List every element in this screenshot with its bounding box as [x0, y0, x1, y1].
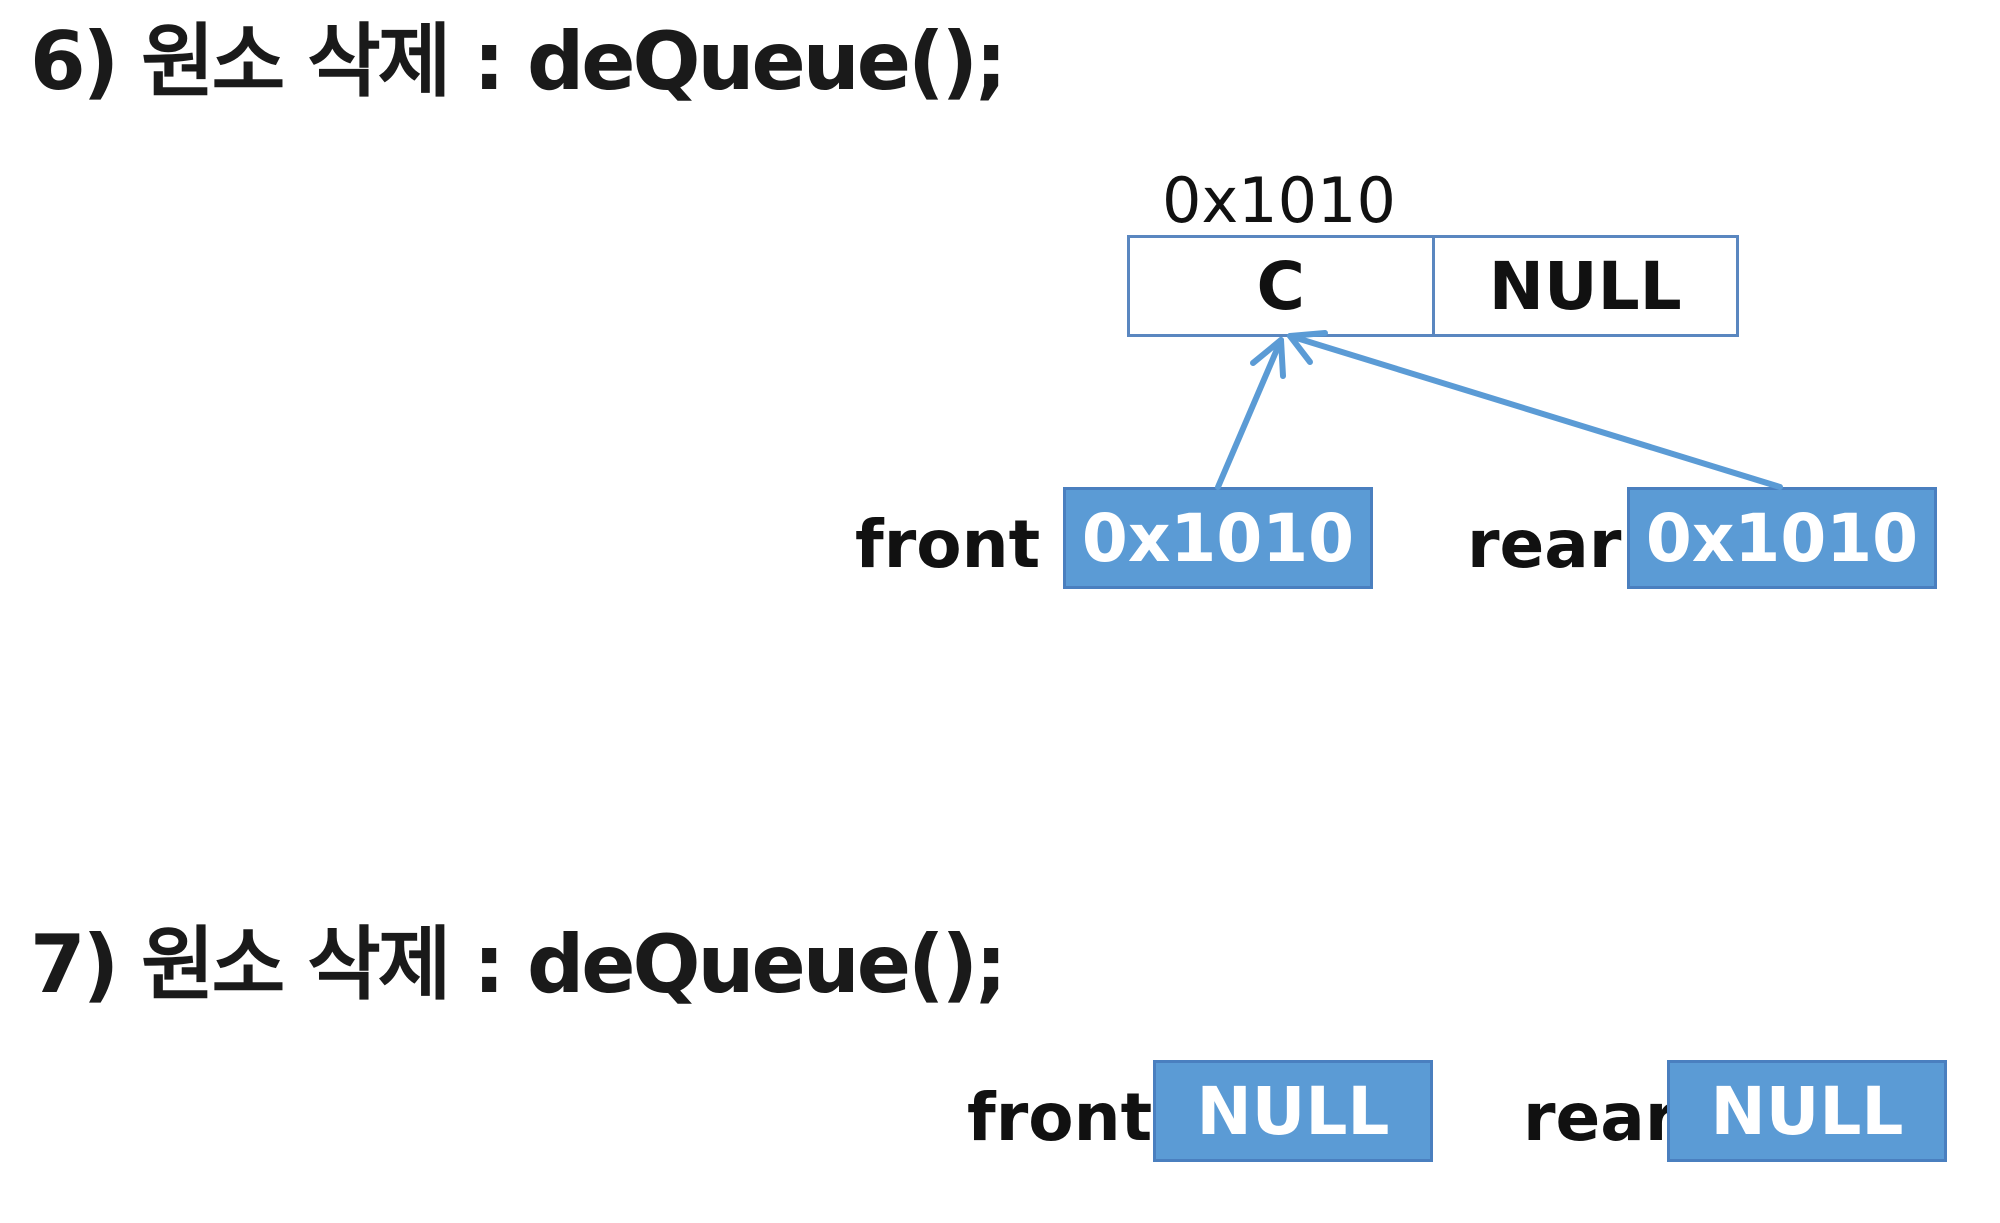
rear-arrowhead	[1287, 330, 1328, 365]
step7-front-label: front	[967, 1079, 1153, 1156]
node-address-label: 0x1010	[1162, 164, 1396, 237]
front-arrowhead	[1250, 337, 1286, 379]
front-arrow	[1215, 337, 1284, 490]
step6-rear-label: rear	[1467, 506, 1622, 583]
step6-front-label: front	[855, 506, 1041, 583]
step7-rear-label: rear	[1523, 1079, 1678, 1156]
step6-rear-pointer: 0x1010	[1627, 487, 1937, 589]
rear-arrow	[1287, 333, 1783, 490]
step6-heading: 6) 원소 삭제 : deQueue();	[30, 15, 1007, 108]
step6-front-pointer: 0x1010	[1063, 487, 1373, 589]
step7-front-pointer: NULL	[1153, 1060, 1433, 1162]
node-link-field: NULL	[1488, 247, 1682, 325]
step7-rear-pointer: NULL	[1667, 1060, 1947, 1162]
node-data-field: C	[1130, 238, 1435, 334]
step7-heading: 7) 원소 삭제 : deQueue();	[30, 918, 1007, 1011]
queue-node: C NULL	[1127, 235, 1739, 337]
